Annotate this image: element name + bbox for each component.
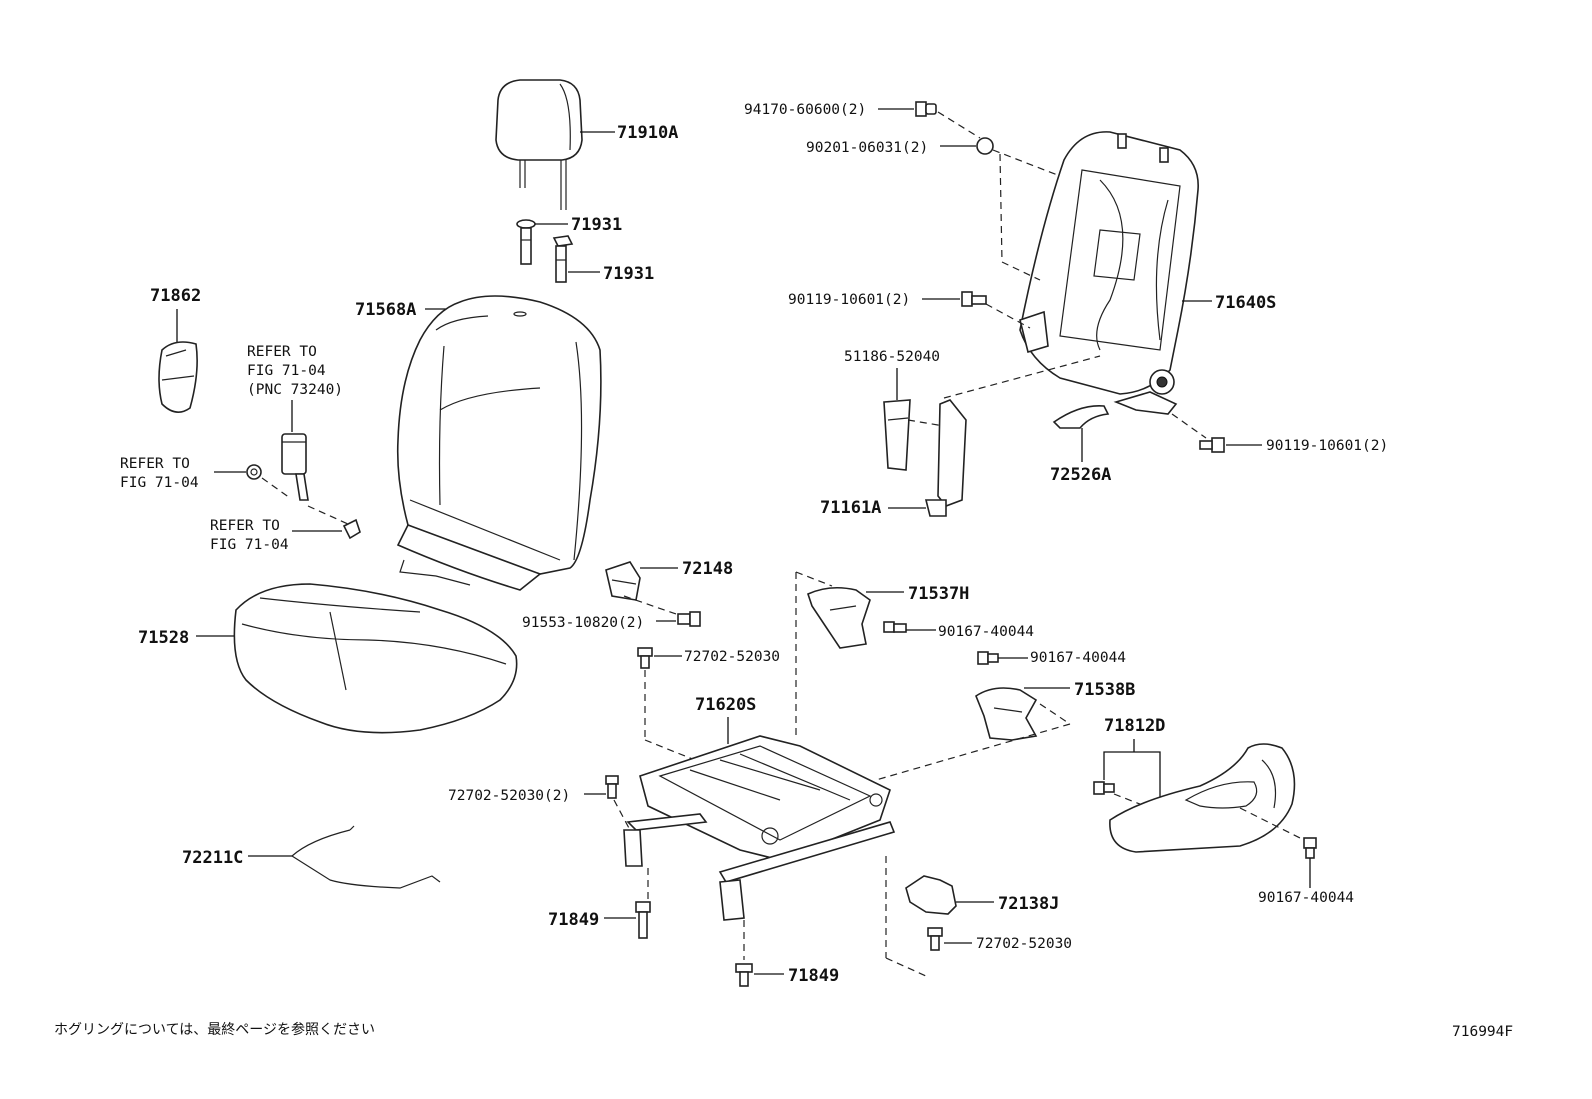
note-anchor2-1: REFER TO	[210, 518, 280, 534]
screw-90167-b-icon	[977, 651, 999, 665]
label-72702-c: 72702-52030	[976, 936, 1072, 952]
label-90167-a: 90167-40044	[938, 624, 1034, 640]
label-71640S: 71640S	[1215, 293, 1276, 313]
bolt-91553-icon	[677, 611, 701, 627]
anchor-nut-icon	[342, 518, 361, 540]
bolt-72702-c-icon	[927, 927, 943, 951]
headrest	[495, 79, 583, 210]
headrest-guide-1	[516, 219, 536, 265]
cover-72526A	[1052, 405, 1110, 429]
cover-72138J	[905, 875, 957, 915]
screw-90167-a-icon	[883, 621, 907, 633]
label-90119-b: 90119-10601(2)	[1266, 438, 1388, 454]
note-anchor-2: FIG 71-04	[120, 475, 199, 491]
label-72138J: 72138J	[998, 894, 1059, 914]
note-anchor-1: REFER TO	[120, 456, 190, 472]
note-belt-2: FIG 71-04	[247, 363, 326, 379]
screw-71812d-icon	[1093, 781, 1115, 795]
bolt-94170-icon	[915, 101, 937, 117]
label-71538B: 71538B	[1074, 680, 1135, 700]
label-72211C: 72211C	[182, 848, 243, 868]
label-71620S: 71620S	[695, 695, 756, 715]
figure-code: 716994F	[1452, 1024, 1513, 1040]
bracket-71161A	[924, 399, 967, 517]
wire-72211C	[291, 825, 441, 889]
label-71849-a: 71849	[548, 910, 599, 930]
label-71862: 71862	[150, 286, 201, 306]
trim-cover-71862	[158, 341, 198, 413]
bolt-90119-a-icon	[961, 291, 987, 307]
label-72148: 72148	[682, 559, 733, 579]
label-91553: 91553-10820(2)	[522, 615, 644, 631]
label-71161A: 71161A	[820, 498, 881, 518]
seat-belt-buckle	[281, 433, 309, 501]
shield-71538B	[975, 687, 1038, 741]
label-90119-a: 90119-10601(2)	[788, 292, 910, 308]
label-71528: 71528	[138, 628, 189, 648]
note-anchor2-2: FIG 71-04	[210, 537, 289, 553]
label-94170: 94170-60600(2)	[744, 102, 866, 118]
label-90167-b: 90167-40044	[1030, 650, 1126, 666]
bolt-71849-a-icon	[635, 901, 651, 939]
label-72526A: 72526A	[1050, 465, 1111, 485]
seat-back-cover	[396, 295, 602, 591]
label-72702-a: 72702-52030	[684, 649, 780, 665]
seat-cushion	[233, 583, 518, 734]
headrest-guide-2	[552, 235, 574, 283]
screw-90167-c-icon	[1303, 837, 1317, 859]
note-belt-1: REFER TO	[247, 344, 317, 360]
bracket-72148	[605, 561, 641, 601]
label-51186: 51186-52040	[844, 349, 940, 365]
label-71568A: 71568A	[355, 300, 416, 320]
shield-71537H	[807, 586, 871, 649]
bolt-72702-b-icon	[605, 775, 619, 799]
bolt-90119-b-icon	[1199, 437, 1225, 453]
bolt-72702-a-icon	[637, 647, 653, 669]
seat-back-frame	[1019, 131, 1199, 415]
clip-51186	[883, 399, 911, 471]
label-71910A: 71910A	[617, 123, 678, 143]
label-71537H: 71537H	[908, 584, 969, 604]
label-90201: 90201-06031(2)	[806, 140, 928, 156]
label-72702-b: 72702-52030(2)	[448, 788, 570, 804]
bolt-71849-b-icon	[735, 963, 753, 987]
label-71812D: 71812D	[1104, 716, 1165, 736]
anchor-bolt-icon	[246, 464, 262, 480]
cover-71812D	[1109, 743, 1296, 853]
label-71931-b: 71931	[603, 264, 654, 284]
washer-90201-icon	[976, 137, 994, 155]
cushion-frame-71620S	[623, 735, 896, 921]
label-71849-b: 71849	[788, 966, 839, 986]
label-90167-c: 90167-40044	[1258, 890, 1354, 906]
note-belt-3: (PNC 73240)	[247, 382, 343, 398]
label-71931-a: 71931	[571, 215, 622, 235]
footer-note: ホグリングについては、最終ページを参照ください	[54, 1021, 375, 1038]
